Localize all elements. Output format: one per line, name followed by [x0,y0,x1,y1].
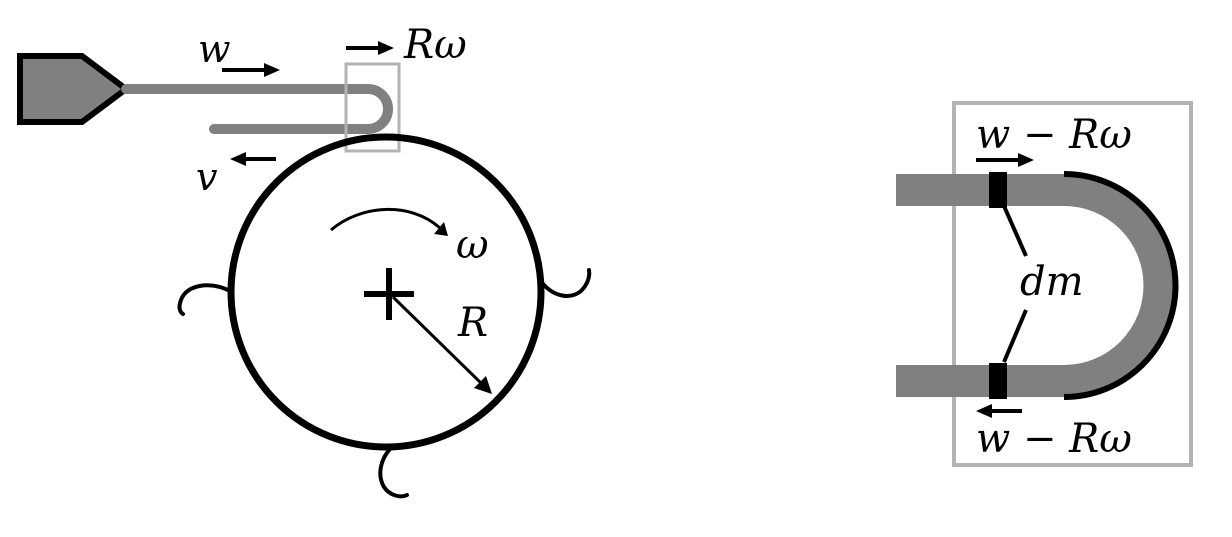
wheel-hook-bottom [378,444,409,499]
right-figure: w − Rω dm w − Rω [896,101,1193,467]
label-dm: dm [1020,259,1084,305]
wheel-hook-left [177,283,234,316]
w-arrowhead [264,63,280,77]
dm-leader-bottom [1002,309,1028,363]
u-bend-band [1063,174,1176,397]
bend-highlight-box [344,62,401,153]
top-strip [896,174,1064,206]
radius-arrowhead [474,376,492,394]
bottom-strip [896,365,1064,397]
u-bend-outer-edge [1063,171,1179,400]
v-arrowhead [230,152,246,166]
left-figure: w Rω v ω R [17,22,592,499]
label-w: w [198,27,231,71]
mass-element-top [989,172,1007,208]
rotation-arc [330,208,442,232]
belt-strip [121,84,393,134]
dm-leader-top [1002,205,1028,257]
rotation-arrowhead [434,222,448,236]
label-bottom-w-minus-romega: w − Rω [976,416,1132,462]
wheel-hook-right [538,268,592,298]
label-v: v [196,155,218,199]
label-top-w-minus-romega: w − Rω [976,112,1132,158]
radius-arrow-line [391,295,484,386]
tool-holder [17,53,131,125]
romega-arrowhead [378,41,394,55]
bottom-velocity-arrowhead [976,404,992,418]
mass-element-bottom [989,363,1007,399]
detail-frame [952,101,1193,467]
label-r-omega: Rω [403,22,467,68]
label-R: R [457,300,488,346]
label-omega: ω [456,222,489,268]
top-velocity-arrowhead [1018,153,1034,167]
